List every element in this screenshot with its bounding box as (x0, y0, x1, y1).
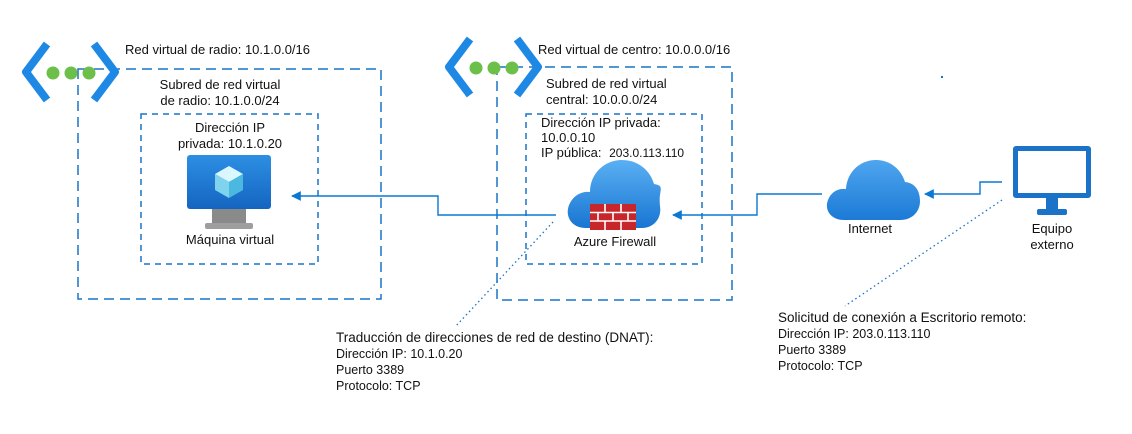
firewall-private-ip-line1: Dirección IP privada: (541, 115, 661, 130)
firewall-private-ip-line2: 10.0.0.10 (541, 130, 596, 145)
spoke-vnet-box (77, 68, 382, 300)
spoke-vm-ip-label: Dirección IP privada: 10.1.0.20 (160, 120, 300, 152)
rdp-note: Solicitud de conexión a Escritorio remot… (778, 310, 1026, 374)
rdp-callout-line (844, 199, 1003, 307)
hub-subnet-box (525, 113, 703, 265)
spoke-subnet-line2: de radio: 10.1.0.0/24 (160, 93, 280, 108)
firewall-public-ip-value: 203.0.113.110 (609, 146, 685, 160)
vm-label: Máquina virtual (185, 232, 275, 247)
hub-subnet-label: Subred de red virtual central: 10.0.0.0/… (546, 76, 667, 108)
rdp-note-port: Puerto 3389 (778, 343, 847, 357)
arrow-internet-to-firewall (672, 193, 822, 220)
hub-vnet-box (496, 66, 733, 301)
internet-label: Internet (847, 221, 893, 236)
firewall-ip-label: Dirección IP privada: 10.0.0.10 IP públi… (541, 115, 684, 161)
dnat-callout-line (454, 221, 554, 328)
hub-subnet-line1: Subred de red virtual (546, 76, 667, 91)
hub-subnet-line2: central: 10.0.0.0/24 (546, 92, 658, 107)
internet-cloud-icon (826, 160, 920, 220)
external-label-line2: externo (1030, 237, 1074, 252)
spoke-vm-ip-line1: Dirección IP (194, 120, 266, 135)
arrow-external-to-internet (924, 181, 1002, 199)
stray-dot (941, 76, 943, 78)
rdp-note-protocol: Protocolo: TCP (778, 359, 863, 373)
hub-vnet-label: Red virtual de centro: 10.0.0.0/16 (538, 42, 731, 57)
rdp-note-title: Solicitud de conexión a Escritorio remot… (778, 310, 1027, 325)
virtual-machine-icon (187, 155, 271, 229)
hub-vnet-icon (445, 36, 542, 98)
dnat-note-title: Traducción de direcciones de red de dest… (336, 330, 654, 345)
rdp-note-ip: Dirección IP: 203.0.113.110 (778, 327, 931, 341)
spoke-vm-ip-line2: privada: 10.1.0.20 (177, 136, 283, 151)
external-computer-label: Equipo externo (1002, 221, 1102, 253)
dnat-note-ip: Dirección IP: 10.1.0.20 (336, 347, 463, 361)
firewall-public-ip-line: IP pública: 203.0.113.110 (541, 145, 684, 161)
spoke-vnet-icon (22, 41, 119, 103)
spoke-subnet-label: Subred de red virtual de radio: 10.1.0.0… (150, 77, 290, 109)
spoke-subnet-line1: Subred de red virtual (159, 77, 281, 92)
dnat-note-protocol: Protocolo: TCP (336, 379, 421, 393)
dnat-note-port: Puerto 3389 (336, 363, 405, 377)
spoke-subnet-box (140, 113, 319, 265)
arrow-firewall-to-vm (291, 191, 556, 216)
firewall-label: Azure Firewall (573, 234, 657, 249)
external-computer-icon (1013, 146, 1091, 215)
azure-firewall-icon (567, 160, 661, 230)
external-label-line1: Equipo (1031, 221, 1073, 236)
dnat-note: Traducción de direcciones de red de dest… (336, 330, 653, 394)
firewall-public-ip-label: IP pública: (541, 145, 602, 160)
spoke-vnet-label: Red virtual de radio: 10.1.0.0/16 (125, 42, 311, 57)
